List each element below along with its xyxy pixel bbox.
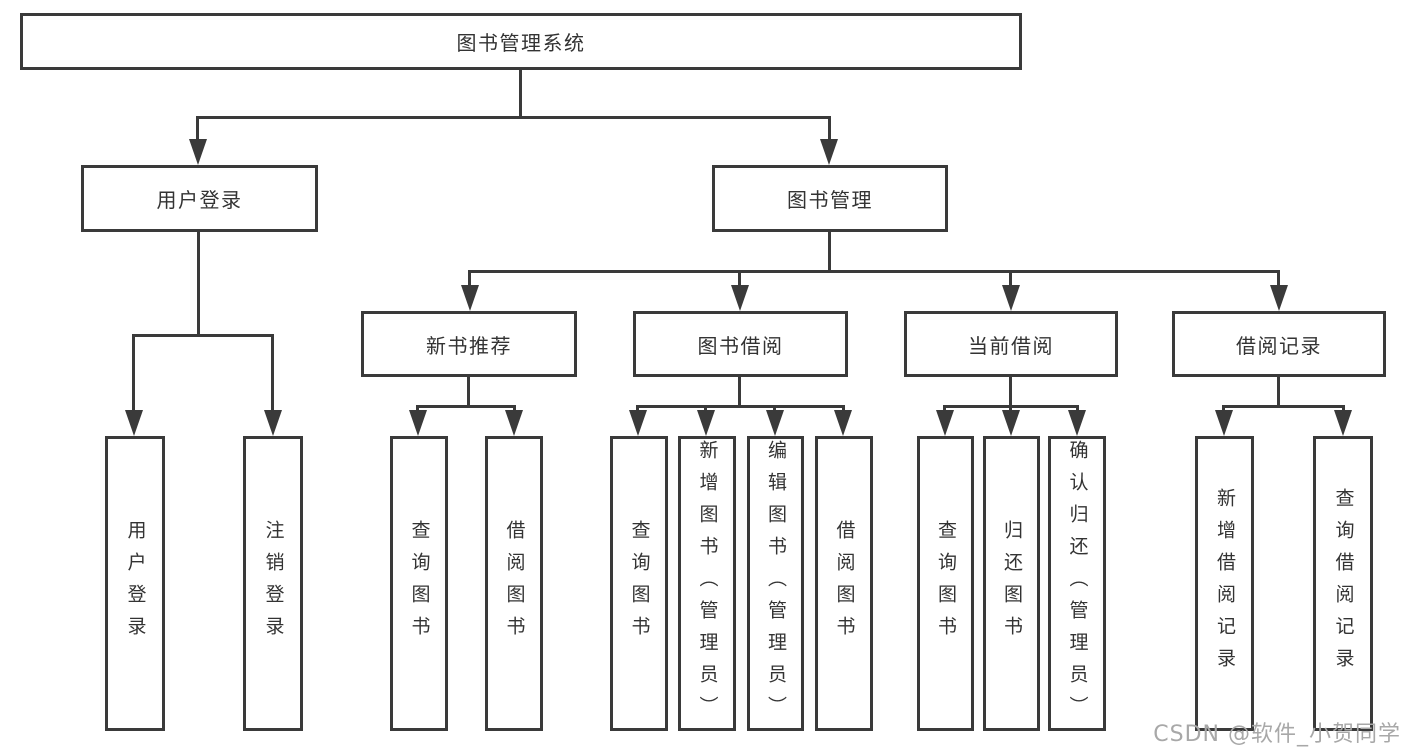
connector (1009, 376, 1012, 406)
node-current-borrowing: 当前借阅 (904, 311, 1118, 377)
csdn-watermark: CSDN @软件_小贺同学 (1153, 722, 1401, 747)
arrowhead-icon (936, 410, 954, 436)
node-book-borrowing: 图书借阅 (633, 311, 848, 377)
connector (828, 116, 831, 142)
leaf-label: 注销登录 (262, 519, 285, 648)
leaf-borrow-books-recommend: 借阅图书 (485, 436, 543, 731)
node-label: 借阅记录 (1236, 333, 1322, 358)
connector (1222, 405, 1225, 414)
leaf-label: 借阅图书 (833, 519, 856, 648)
leaf-add-borrow-record: 新增借阅记录 (1195, 436, 1254, 731)
node-user-login: 用户登录 (81, 165, 318, 232)
connector (636, 405, 845, 408)
connector (196, 116, 199, 142)
leaf-borrow-books: 借阅图书 (815, 436, 873, 731)
connector (196, 116, 831, 119)
node-label: 图书管理 (787, 188, 873, 212)
connector (828, 231, 831, 272)
arrowhead-icon (1270, 285, 1288, 311)
leaf-query-borrow-record: 查询借阅记录 (1313, 436, 1373, 731)
node-label: 图书借阅 (697, 333, 784, 358)
arrowhead-icon (834, 410, 852, 436)
connector (1009, 405, 1012, 414)
node-label: 新书推荐 (426, 333, 512, 358)
node-library-management-system: 图书管理系统 (20, 13, 1022, 70)
connector (1076, 405, 1079, 414)
connector (1222, 405, 1345, 408)
leaf-label: 查询图书 (935, 519, 957, 648)
connector (519, 70, 522, 118)
leaf-label: 借阅图书 (503, 519, 526, 648)
arrowhead-icon (1002, 285, 1020, 311)
connector (132, 334, 274, 337)
connector (468, 270, 471, 287)
arrowhead-icon (629, 410, 647, 436)
connector (773, 405, 776, 414)
node-new-book-recommend: 新书推荐 (361, 311, 577, 377)
connector (1277, 270, 1280, 287)
leaf-query-books-recommend: 查询图书 (390, 436, 448, 731)
connector (636, 405, 639, 414)
arrowhead-icon (409, 410, 427, 436)
arrowhead-icon (125, 410, 143, 436)
connector (1342, 405, 1345, 414)
node-borrowing-records: 借阅记录 (1172, 311, 1386, 377)
leaf-label: 编辑图书（管理员） (765, 439, 787, 728)
connector (738, 376, 741, 406)
arrowhead-icon (189, 139, 207, 165)
connector (416, 405, 516, 408)
leaf-label: 用户登录 (124, 519, 147, 648)
arrowhead-icon (461, 285, 479, 311)
leaf-confirm-return-admin: 确认归还（管理员） (1048, 436, 1106, 731)
arrowhead-icon (1215, 410, 1233, 436)
connector (1277, 376, 1280, 406)
arrowhead-icon (731, 285, 749, 311)
connector (943, 405, 946, 414)
connector (513, 405, 516, 414)
arrowhead-icon (1002, 410, 1020, 436)
connector (467, 376, 470, 406)
leaf-label: 新增图书（管理员） (696, 439, 719, 728)
connector (271, 334, 274, 412)
leaf-label: 查询图书 (408, 519, 431, 648)
arrowhead-icon (697, 410, 715, 436)
connector (197, 231, 200, 335)
arrowhead-icon (1334, 410, 1352, 436)
connector (416, 405, 419, 414)
connector (132, 334, 135, 412)
node-label: 当前借阅 (968, 333, 1054, 358)
leaf-edit-books-admin: 编辑图书（管理员） (747, 436, 804, 731)
node-label: 用户登录 (156, 188, 243, 212)
leaf-label: 新增借阅记录 (1214, 487, 1236, 680)
connector (704, 405, 707, 414)
arrowhead-icon (1068, 410, 1086, 436)
connector (1009, 270, 1012, 287)
leaf-return-books: 归还图书 (983, 436, 1040, 731)
leaf-label: 确认归还（管理员） (1066, 439, 1089, 728)
leaf-query-books-borrowing: 查询图书 (610, 436, 668, 731)
leaf-logout: 注销登录 (243, 436, 303, 731)
arrowhead-icon (766, 410, 784, 436)
leaf-label: 归还图书 (1001, 519, 1023, 648)
arrowhead-icon (505, 410, 523, 436)
leaf-label: 查询图书 (628, 519, 651, 648)
arrowhead-icon (264, 410, 282, 436)
connector (842, 405, 845, 414)
leaf-label: 查询借阅记录 (1332, 487, 1355, 680)
node-book-management: 图书管理 (712, 165, 948, 232)
connector (738, 270, 741, 287)
node-label: 图书管理系统 (456, 31, 586, 55)
leaf-add-books-admin: 新增图书（管理员） (678, 436, 736, 731)
leaf-user-login: 用户登录 (105, 436, 165, 731)
connector (468, 270, 1280, 273)
arrowhead-icon (820, 139, 838, 165)
leaf-query-books-current: 查询图书 (917, 436, 974, 731)
